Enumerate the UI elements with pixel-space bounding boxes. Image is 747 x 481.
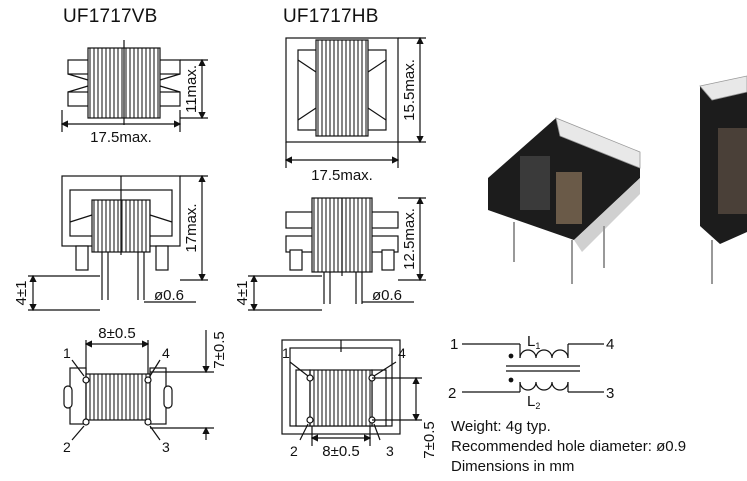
vb-top-view <box>60 40 208 132</box>
hb-pin-2: 2 <box>290 443 298 459</box>
schematic-labels: 1 4 2 3 L1 L2 <box>448 333 614 411</box>
schematic-pin-3: 3 <box>606 385 614 402</box>
hb-top-view <box>284 36 426 168</box>
pin-labels: 1 4 2 3 1 4 2 3 <box>63 345 406 459</box>
dim-hb-pitch-x: 8±0.5 <box>322 443 359 460</box>
model-title-hb: UF1717HB <box>283 6 379 27</box>
dim-vb-side-height: 17max. <box>183 203 200 252</box>
hb-side-view <box>248 196 426 312</box>
weight-note: Weight: 4g typ. <box>451 418 551 435</box>
dim-vb-lead-diameter: ø0.6 <box>154 287 184 304</box>
dim-hb-pitch-y: 7±0.5 <box>421 421 438 458</box>
vb-bottom-view <box>63 330 214 441</box>
dim-vb-lead-length: 4±1 <box>13 281 30 306</box>
inductor-l1-label: L1 <box>527 333 540 351</box>
dimension-labels: 11max. 17.5max. 17max. 4±1 ø0.6 8±0.5 7±… <box>13 59 438 460</box>
product-photo-vb <box>488 117 641 284</box>
hb-pin-4: 4 <box>398 345 406 361</box>
inductor-l2-label: L2 <box>527 393 540 411</box>
dim-vb-pitch-x: 8±0.5 <box>98 325 135 342</box>
schematic-pin-2: 2 <box>448 385 456 402</box>
product-photo-hb <box>699 75 747 284</box>
vb-pin-1: 1 <box>63 345 71 361</box>
dim-hb-lead-length: 4±1 <box>234 281 251 306</box>
dim-hb-width: 17.5max. <box>311 167 373 184</box>
vb-pin-2: 2 <box>63 439 71 455</box>
vb-pin-3: 3 <box>162 439 170 455</box>
hb-pin-3: 3 <box>386 443 394 459</box>
units-note: Dimensions in mm <box>451 458 575 475</box>
schematic-pin-4: 4 <box>606 336 614 353</box>
dim-vb-height: 11max. <box>183 65 200 113</box>
hole-diameter-note: Recommended hole diameter: ø0.9 <box>451 438 687 455</box>
vb-side-view <box>28 174 208 312</box>
dim-vb-width: 17.5max. <box>90 129 152 146</box>
vb-pin-4: 4 <box>162 345 170 361</box>
hb-pin-1: 1 <box>282 345 290 361</box>
dim-hb-lead-diameter: ø0.6 <box>372 287 402 304</box>
hb-bottom-view <box>281 339 422 446</box>
dim-hb-side-height: 12.5max. <box>401 208 418 270</box>
dim-hb-height: 15.5max. <box>401 59 418 121</box>
schematic-pin-1: 1 <box>450 336 458 353</box>
dim-vb-pitch-y: 7±0.5 <box>211 331 228 368</box>
schematic-symbol <box>462 343 604 393</box>
model-title-vb: UF1717VB <box>63 6 158 27</box>
